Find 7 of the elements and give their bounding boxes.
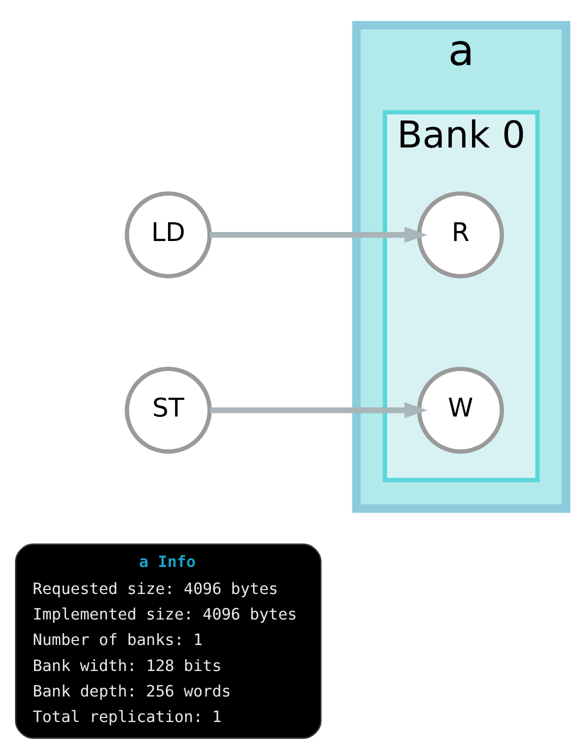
node-circle: W	[417, 366, 504, 454]
node-box: a Info Requested size: 4096 bytes Implemented size: 4096 bytes Number of banks: 1 Bank width: 128 bits Bank depth: 256 words Total replication: 1	[15, 544, 322, 739]
arrow	[210, 402, 428, 418]
node-circle: R	[417, 191, 504, 278]
node-circle: LD	[124, 191, 212, 278]
arrow	[210, 226, 428, 243]
node-circle: ST	[124, 366, 212, 454]
